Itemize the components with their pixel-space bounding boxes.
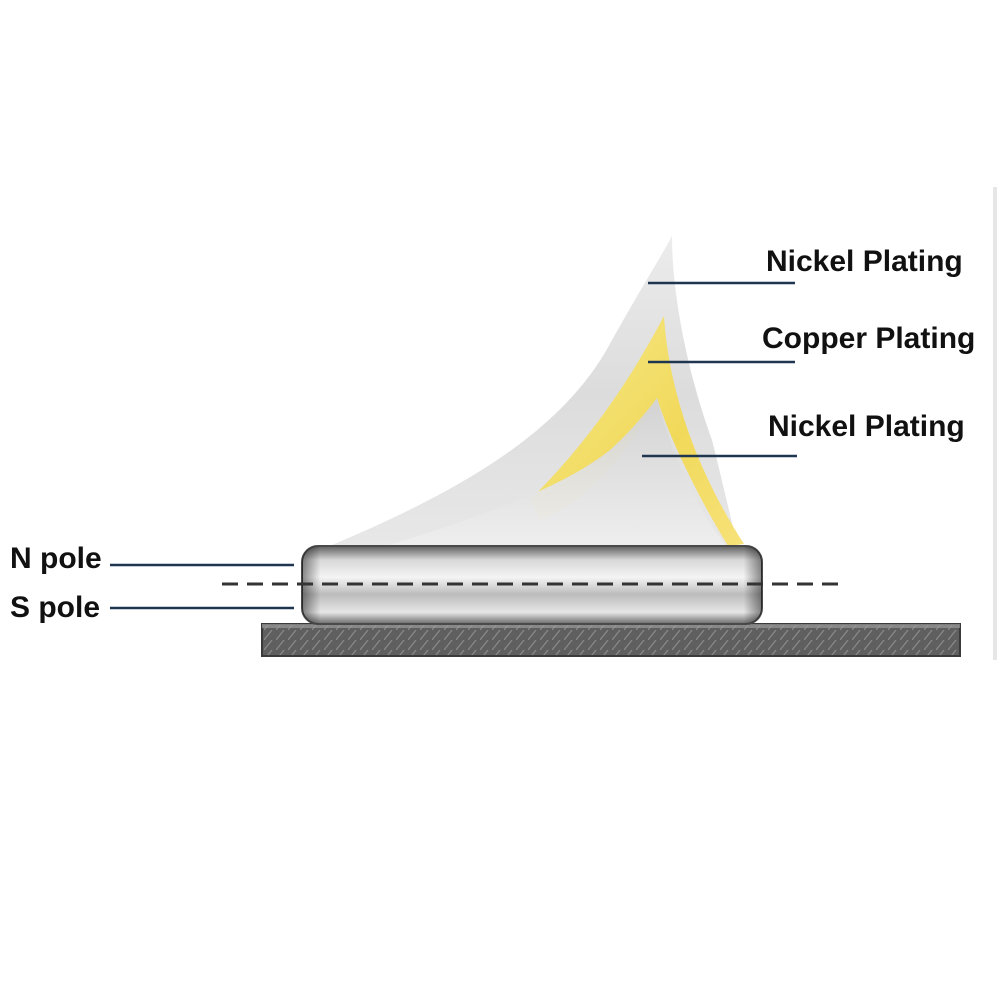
outer-nickel-label: Nickel Plating [766,245,963,278]
right-edge-divider [993,187,997,660]
inner-nickel-layer [380,398,726,548]
copper-plating-label: Copper Plating [762,322,976,355]
n-pole-label: N pole [10,542,102,575]
inner-nickel-label: Nickel Plating [768,410,965,443]
s-pole-label: S pole [10,591,101,624]
base-plate [261,623,961,657]
